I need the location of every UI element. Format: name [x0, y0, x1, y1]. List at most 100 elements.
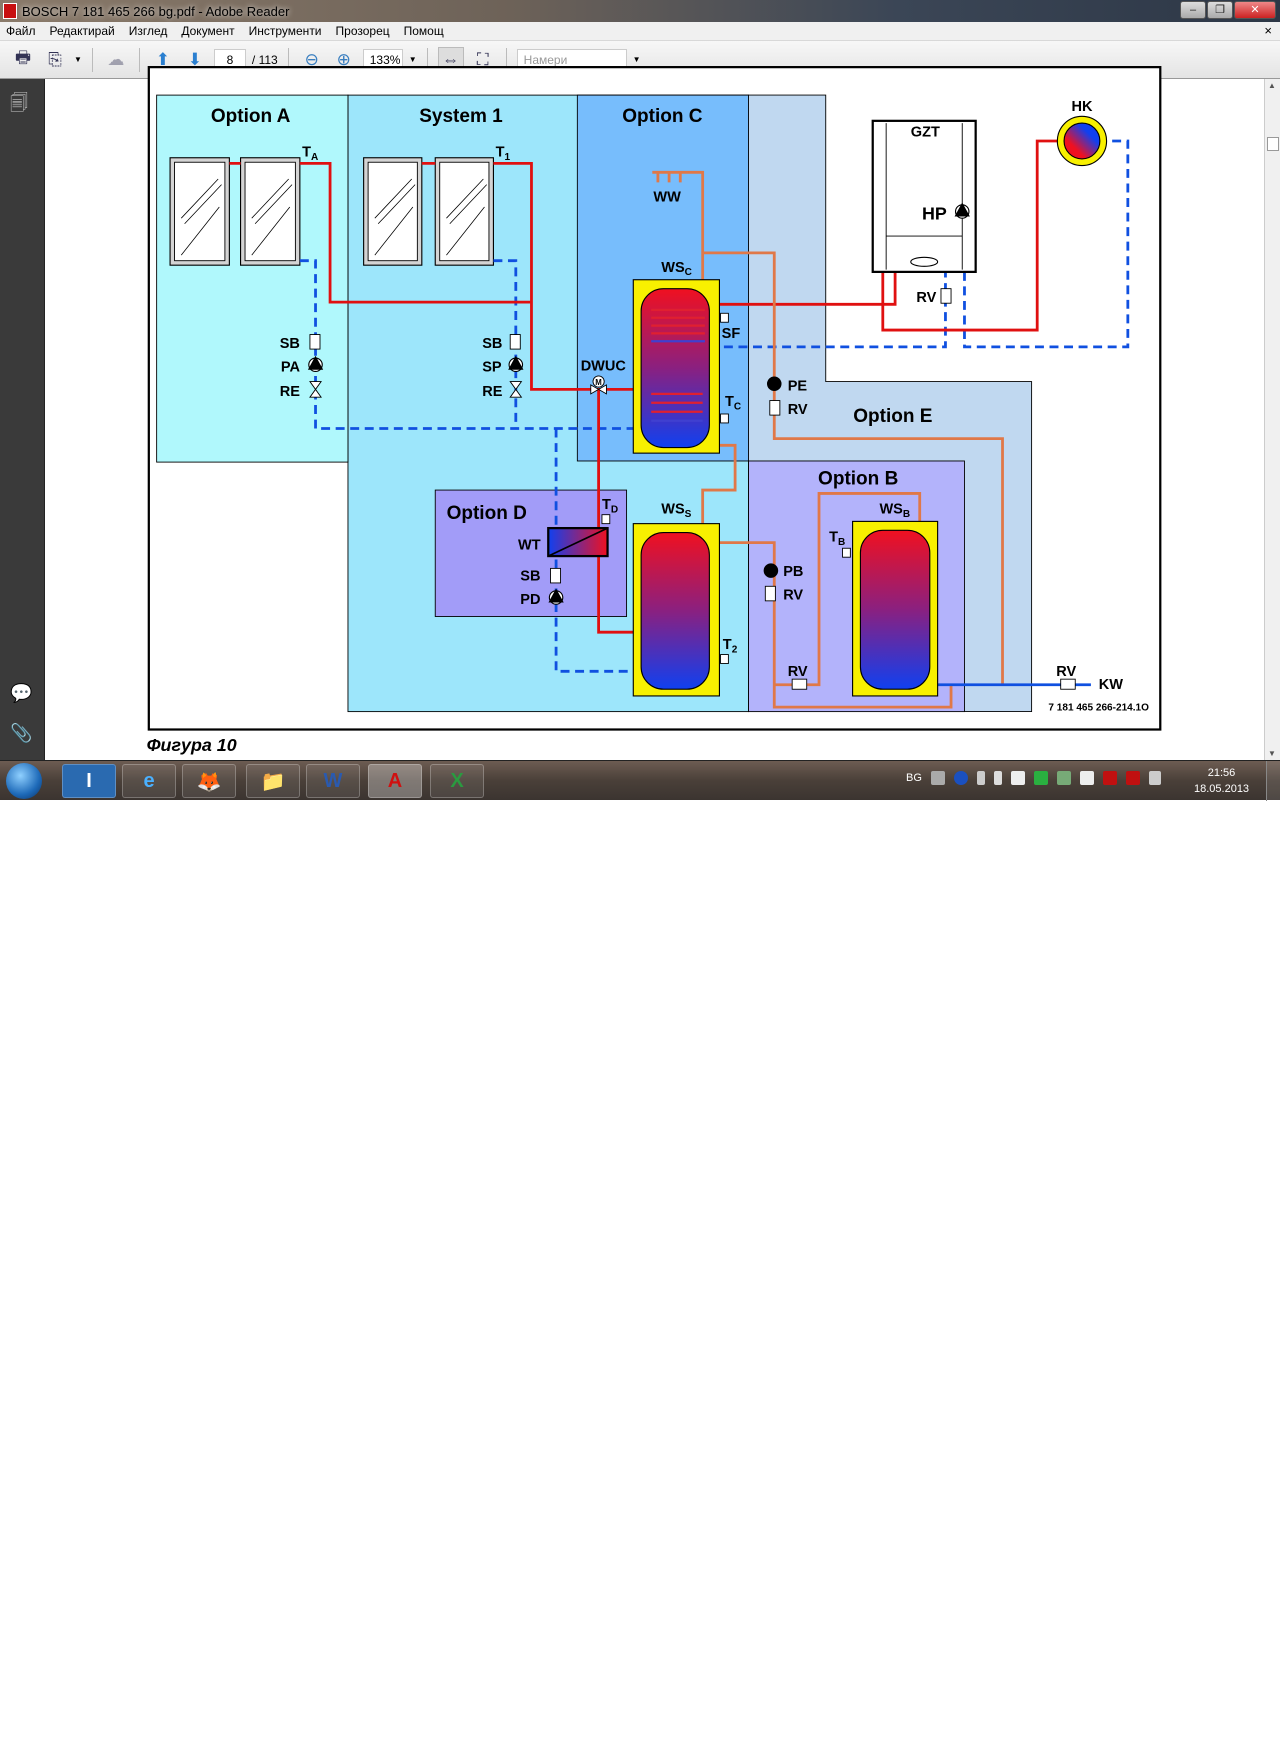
- zoom-in-button[interactable]: ⊕: [336, 49, 351, 69]
- label-ta: TA: [302, 145, 318, 163]
- acrobat-icon[interactable]: [1125, 771, 1140, 785]
- scrollbar-thumb[interactable]: [1267, 137, 1279, 151]
- taskbar-app-ie[interactable]: e: [122, 764, 176, 798]
- signal-icon[interactable]: [1148, 771, 1161, 785]
- show-hidden-icon[interactable]: [976, 771, 985, 785]
- figure-caption: Фигура 10: [147, 735, 237, 755]
- label-td: TD: [602, 497, 618, 515]
- hot-flow-pipes: [229, 139, 1058, 634]
- window-title: BOSCH 7 181 465 266 bg.pdf - Adobe Reade…: [22, 3, 290, 19]
- label-rv-gzt: RV: [916, 290, 936, 306]
- zoom-input[interactable]: 133%: [362, 48, 403, 71]
- usb-icon[interactable]: [1056, 771, 1071, 785]
- menu-help[interactable]: Помощ: [403, 24, 444, 38]
- action-center-flag-icon[interactable]: [1010, 771, 1025, 785]
- menu-document[interactable]: Документ: [181, 24, 235, 38]
- label-wss: WSS: [661, 502, 691, 520]
- boiler-gzt: [871, 119, 977, 274]
- label-sp: SP: [482, 359, 502, 375]
- label-rv-kw: RV: [1056, 664, 1076, 680]
- label-ww: WW: [653, 189, 681, 205]
- taskbar-app-firefox[interactable]: 🦊: [182, 764, 236, 798]
- label-pb: PB: [783, 564, 803, 580]
- label-rv-b: RV: [783, 588, 803, 604]
- search-dropdown-icon[interactable]: ▼: [632, 55, 641, 64]
- close-document-button[interactable]: ×: [1264, 23, 1272, 38]
- label-tb: TB: [829, 530, 845, 548]
- next-page-button[interactable]: ⬇: [187, 49, 203, 69]
- label-rv-bottom: RV: [788, 664, 808, 680]
- label-tc: TC: [725, 394, 741, 412]
- app-tray-icon[interactable]: [1033, 771, 1048, 785]
- zoom-dropdown-icon[interactable]: ▼: [408, 55, 417, 64]
- option-d-title: Option D: [447, 503, 527, 524]
- maximize-button[interactable]: ❐: [1207, 1, 1233, 19]
- taskbar: I e 🦊 📁 W A X BG 21:56 18.05.2013: [0, 760, 1280, 801]
- option-c-title: Option C: [622, 106, 703, 127]
- label-sb-a: SB: [280, 336, 300, 352]
- label-sb-1: SB: [482, 336, 502, 352]
- title-bar: BOSCH 7 181 465 266 bg.pdf - Adobe Reade…: [0, 0, 1280, 22]
- taskbar-app-excel[interactable]: X: [430, 764, 484, 798]
- taskbar-app-adobe-reader[interactable]: A: [368, 764, 422, 798]
- power-icon[interactable]: [1079, 771, 1094, 785]
- print-icon[interactable]: 🖶: [14, 48, 32, 67]
- zoom-out-button[interactable]: ⊖: [304, 49, 319, 69]
- label-hp: HP: [922, 203, 947, 223]
- attachments-icon[interactable]: 📎: [10, 723, 33, 743]
- menu-file[interactable]: Файл: [6, 24, 36, 38]
- label-sf: SF: [722, 326, 741, 342]
- menu-view[interactable]: Изглед: [128, 24, 168, 38]
- volume-icon[interactable]: [993, 771, 1002, 785]
- option-b-title: Option B: [818, 468, 898, 489]
- heating-system-diagram: Option A System 1 Option C Option D Opti…: [147, 66, 1162, 755]
- pump-icons: [307, 202, 970, 605]
- label-re-1: RE: [482, 384, 502, 400]
- close-button[interactable]: ✕: [1234, 1, 1276, 19]
- label-motor: M: [595, 378, 602, 387]
- keyboard-icon[interactable]: [930, 771, 945, 785]
- menu-tools[interactable]: Инструменти: [248, 24, 322, 38]
- previous-page-button[interactable]: ⬆: [155, 49, 171, 69]
- storage-tank-wsb: [852, 520, 939, 697]
- adobe-icon[interactable]: [1102, 771, 1117, 785]
- start-button[interactable]: [6, 763, 42, 799]
- taskbar-app-explorer[interactable]: 📁: [246, 764, 300, 798]
- clock[interactable]: 21:56 18.05.2013: [1194, 765, 1249, 797]
- vertical-scrollbar[interactable]: ▲▼: [1264, 79, 1280, 760]
- comments-icon[interactable]: 💬: [10, 683, 33, 703]
- label-pe: PE: [788, 378, 808, 394]
- region-option-a: [156, 94, 349, 463]
- page-total: / 113: [251, 52, 278, 67]
- fit-page-button[interactable]: ⛶: [476, 49, 489, 69]
- label-wsb: WSB: [879, 502, 910, 520]
- minimize-button[interactable]: ‒: [1180, 1, 1206, 19]
- menu-edit[interactable]: Редактирай: [49, 24, 115, 38]
- label-sb-d: SB: [520, 569, 540, 585]
- taskbar-app-i[interactable]: I: [62, 764, 116, 798]
- valve-icons: [309, 288, 1076, 690]
- document-code: 7 181 465 266-214.1O: [1048, 702, 1149, 713]
- label-wt: WT: [518, 537, 541, 553]
- label-pd: PD: [520, 592, 540, 608]
- taskbar-app-word[interactable]: W: [306, 764, 360, 798]
- language-indicator[interactable]: BG: [906, 772, 922, 784]
- menu-window[interactable]: Прозорец: [335, 24, 390, 38]
- label-gzt: GZT: [911, 125, 940, 141]
- share-icon[interactable]: ⎘: [48, 49, 62, 69]
- help-icon[interactable]: [953, 771, 968, 785]
- label-dwuc: DWUC: [581, 358, 627, 374]
- pages-icon[interactable]: 🗐: [10, 93, 28, 113]
- system-tray: BG: [906, 771, 1161, 785]
- comment-icon[interactable]: ☁: [107, 49, 125, 69]
- clock-date: 18.05.2013: [1194, 783, 1250, 795]
- pdf-icon: [3, 3, 17, 19]
- storage-tank-wss: [632, 523, 720, 697]
- storage-tank-wsc: [632, 279, 720, 454]
- cold-return-pipes: [299, 139, 1130, 673]
- system-1-title: System 1: [419, 106, 503, 127]
- label-t1: T1: [496, 145, 511, 163]
- show-desktop-button[interactable]: [1266, 761, 1280, 801]
- label-rv-e: RV: [788, 402, 808, 418]
- clock-time: 21:56: [1207, 767, 1236, 779]
